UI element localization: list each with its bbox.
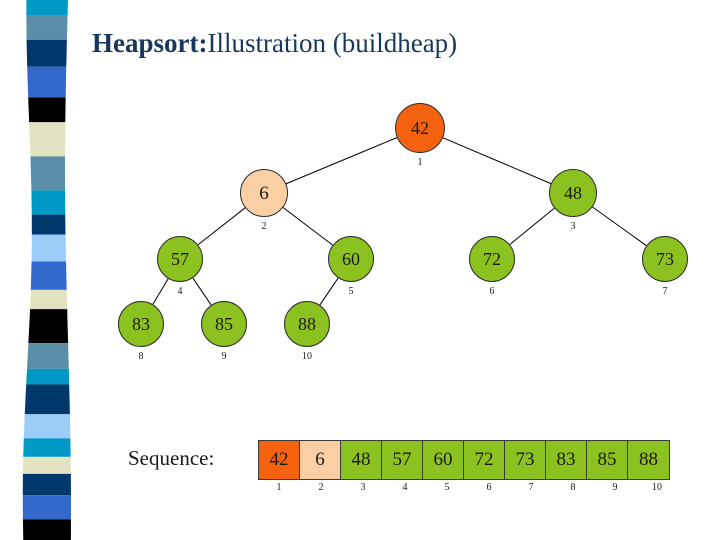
title-rest: Illustration (buildheap) bbox=[207, 28, 458, 58]
tree-edge bbox=[319, 277, 339, 306]
tree-node-index: 10 bbox=[302, 351, 312, 362]
tree-node-value: 88 bbox=[298, 314, 316, 334]
tree-node-index: 4 bbox=[177, 286, 183, 297]
tree-node-index: 6 bbox=[489, 286, 495, 297]
tree-node-value: 83 bbox=[132, 314, 150, 334]
tree-node[interactable]: 83 bbox=[118, 301, 164, 347]
sequence-cell-index: 9 bbox=[612, 482, 618, 493]
tree-node[interactable]: 57 bbox=[157, 236, 203, 282]
tree-node[interactable]: 6 bbox=[240, 169, 288, 217]
tree-edge bbox=[152, 278, 169, 305]
title-prefix: Heapsort: bbox=[92, 28, 208, 58]
tree-edge bbox=[592, 206, 647, 246]
sequence-cell[interactable]: 88 bbox=[628, 441, 669, 479]
sequence-cell[interactable]: 85 bbox=[587, 441, 628, 479]
stripe-segment bbox=[30, 261, 67, 290]
tree-node[interactable]: 88 bbox=[284, 301, 330, 347]
stripe-segment bbox=[31, 234, 67, 262]
tree-node-index: 5 bbox=[348, 286, 354, 297]
tree-node-index: 1 bbox=[417, 157, 423, 168]
stripe-segment bbox=[22, 495, 71, 520]
tree-node-value: 60 bbox=[342, 249, 360, 269]
stripe-segment bbox=[24, 384, 70, 415]
tree-node-value: 42 bbox=[411, 118, 429, 138]
sequence-cell-index: 1 bbox=[276, 482, 282, 493]
sequence-cell-index: 6 bbox=[486, 482, 492, 493]
stripe-segment bbox=[26, 15, 68, 40]
sequence-cell-index: 7 bbox=[528, 482, 534, 493]
tree-edge bbox=[282, 207, 333, 246]
sequence-label: Sequence: bbox=[128, 446, 215, 470]
page-title: Heapsort:Illustration (buildheap) bbox=[92, 28, 692, 59]
sequence-cell[interactable]: 6 bbox=[300, 441, 341, 479]
tree-node-value: 57 bbox=[171, 249, 189, 269]
tree-node-index: 3 bbox=[570, 221, 576, 232]
tree-node[interactable]: 85 bbox=[201, 301, 247, 347]
stripe-segment bbox=[22, 519, 71, 540]
tree-node[interactable]: 42 bbox=[395, 103, 445, 153]
tree-node-value: 73 bbox=[656, 249, 674, 269]
tree-node-value: 48 bbox=[564, 183, 582, 203]
tree-node-value: 72 bbox=[483, 249, 501, 269]
stripe-segment bbox=[30, 156, 66, 191]
stripe-segment bbox=[31, 190, 66, 215]
sequence-cell[interactable]: 42 bbox=[259, 441, 300, 479]
sequence-cell[interactable]: 48 bbox=[341, 441, 382, 479]
sequence-cell[interactable]: 60 bbox=[423, 441, 464, 479]
sequence-cell-index: 4 bbox=[402, 482, 408, 493]
tree-node-index: 7 bbox=[662, 286, 668, 297]
sequence-cell-index: 3 bbox=[360, 482, 366, 493]
tree-node-index: 8 bbox=[138, 351, 144, 362]
stripe-segment bbox=[26, 368, 70, 385]
decorative-stripe-svg bbox=[22, 0, 71, 540]
sequence-index-row: 1 2 3 4 5 6 7 8 9 10 bbox=[258, 482, 678, 493]
sequence-cell-index: 2 bbox=[318, 482, 324, 493]
tree-node-value: 6 bbox=[259, 182, 269, 204]
stripe-segment bbox=[22, 473, 71, 496]
sequence-cell-index: 5 bbox=[444, 482, 450, 493]
tree-edge bbox=[442, 137, 552, 185]
tree-node-value: 85 bbox=[215, 314, 233, 334]
tree-node[interactable]: 48 bbox=[549, 169, 597, 217]
stripe-segment bbox=[29, 122, 66, 157]
stripe-segment bbox=[26, 39, 67, 67]
sequence-cell-index: 10 bbox=[652, 482, 662, 493]
sequence-cell[interactable]: 57 bbox=[382, 441, 423, 479]
tree-node-index: 9 bbox=[221, 351, 227, 362]
tree-edge bbox=[197, 207, 246, 246]
stripe-segment bbox=[23, 414, 71, 439]
tree-node[interactable]: 72 bbox=[469, 236, 515, 282]
stripe-segment bbox=[26, 0, 68, 16]
tree-node[interactable]: 60 bbox=[328, 236, 374, 282]
tree-node-index: 2 bbox=[261, 221, 267, 232]
stripe-segment bbox=[22, 456, 71, 474]
tree-edge bbox=[285, 137, 398, 185]
stripe-segment bbox=[31, 214, 66, 235]
stripe-segment bbox=[28, 97, 66, 123]
stripe-segment bbox=[23, 438, 71, 457]
tree-node[interactable]: 73 bbox=[642, 236, 688, 282]
stripe-segment bbox=[27, 343, 69, 369]
sequence-cell[interactable]: 72 bbox=[464, 441, 505, 479]
stripe-segment bbox=[30, 289, 68, 310]
tree-edge bbox=[192, 277, 212, 306]
sequence-cell[interactable]: 83 bbox=[546, 441, 587, 479]
decorative-stripe bbox=[0, 0, 90, 540]
tree-edge bbox=[509, 207, 555, 245]
sequence-cell[interactable]: 73 bbox=[505, 441, 546, 479]
sequence-cell-index: 8 bbox=[570, 482, 576, 493]
stripe-segment bbox=[27, 66, 67, 98]
stripe-segment bbox=[28, 309, 69, 344]
